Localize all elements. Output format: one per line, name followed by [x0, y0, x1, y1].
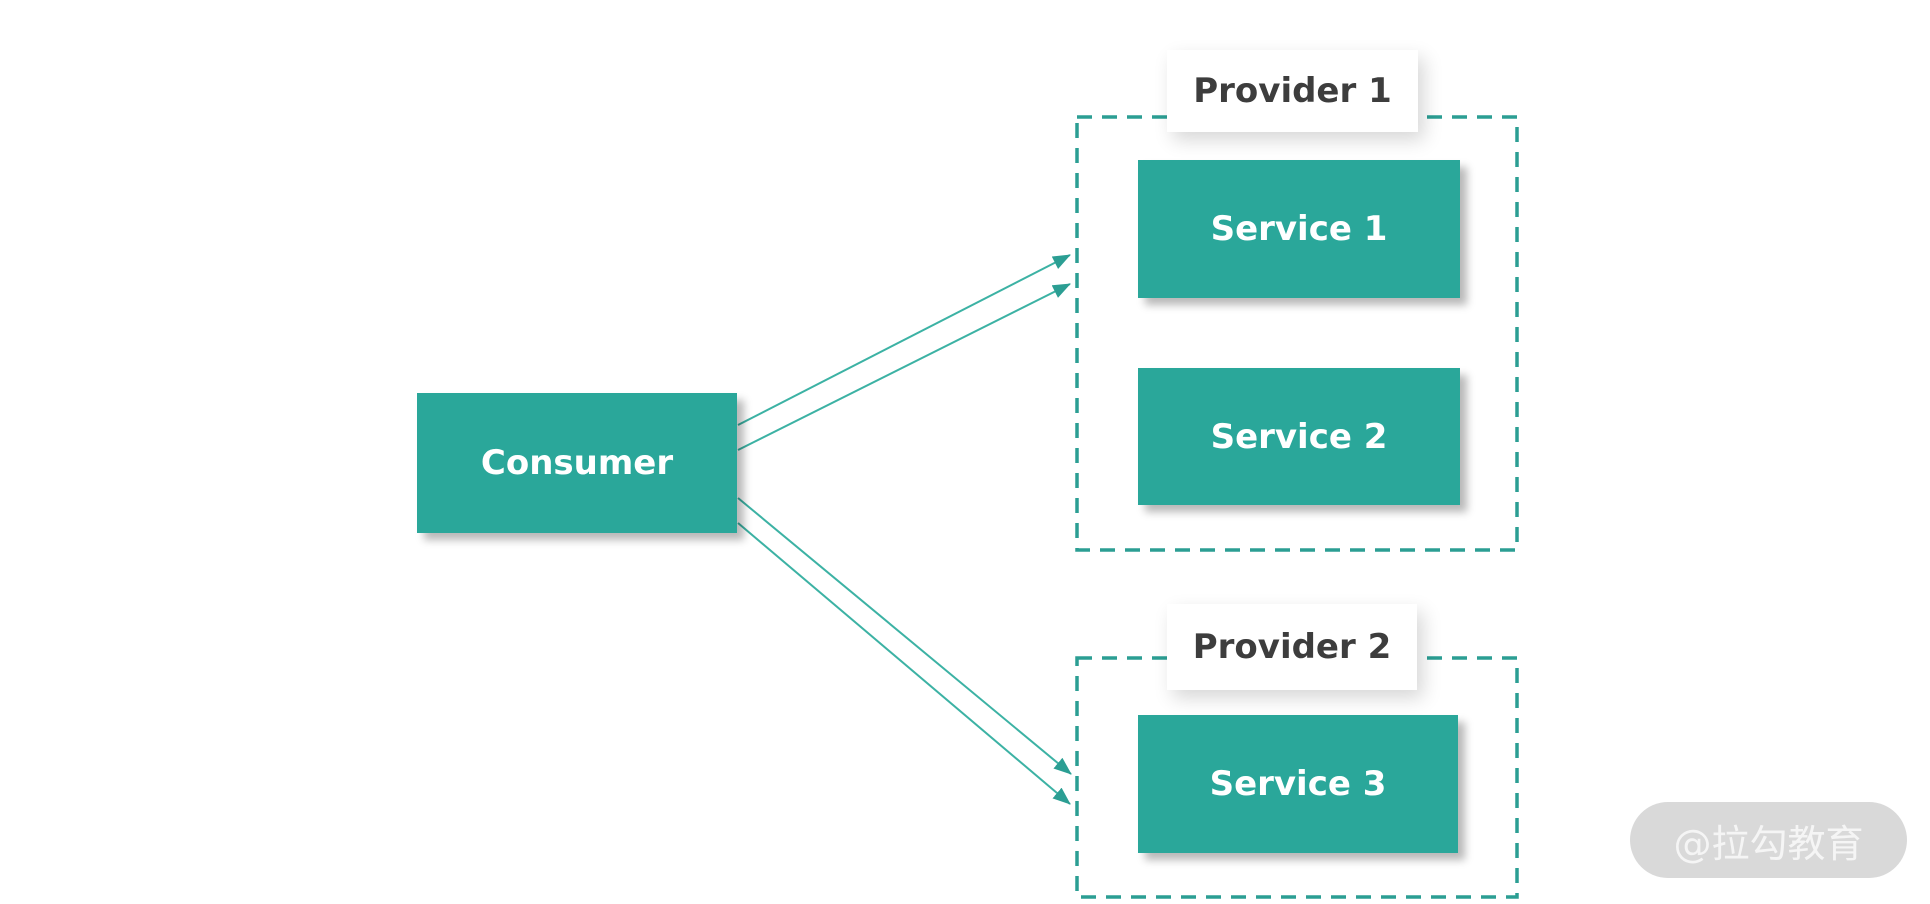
edge-consumer-provider2-b: [737, 522, 1071, 805]
watermark-badge: @拉勾教育: [1630, 802, 1907, 878]
service3-label: Service 3: [1209, 764, 1387, 804]
consumer-node: Consumer: [417, 393, 737, 533]
watermark-text: @拉勾教育: [1673, 821, 1864, 866]
service1-node: Service 1: [1138, 160, 1460, 298]
consumer-label: Consumer: [480, 443, 674, 483]
edge-consumer-provider1-b: [737, 283, 1071, 451]
provider2-label-text: Provider 2: [1192, 627, 1392, 667]
service2-node: Service 2: [1138, 368, 1460, 505]
edge-consumer-provider2-a: [737, 497, 1072, 775]
provider2-label: Provider 2: [1167, 604, 1417, 690]
provider1-label-text: Provider 1: [1193, 71, 1392, 111]
service2-label: Service 2: [1210, 416, 1388, 457]
service3-node: Service 3: [1138, 715, 1458, 853]
edge-consumer-provider1-a: [737, 254, 1071, 426]
service1-label: Service 1: [1210, 209, 1388, 249]
provider1-label: Provider 1: [1167, 50, 1418, 132]
